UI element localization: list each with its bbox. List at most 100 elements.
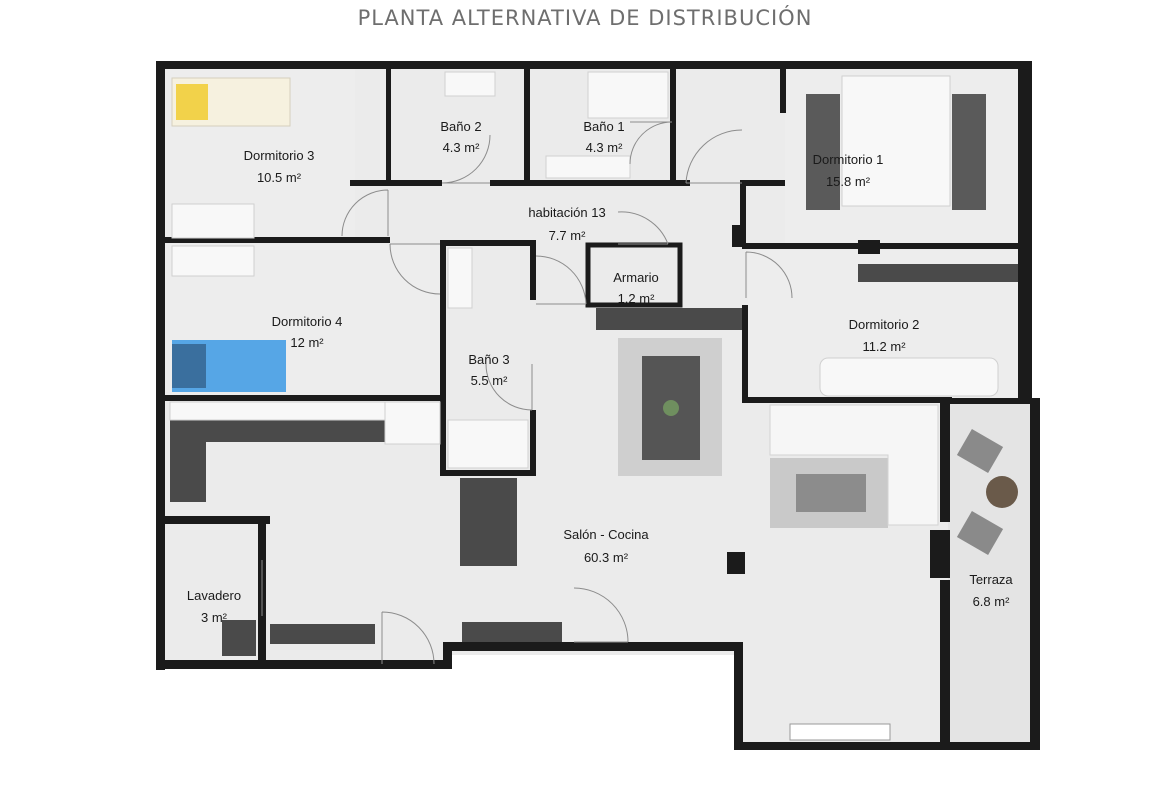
kitchen-counter-left — [170, 420, 206, 502]
wall-bottom-drop — [734, 642, 743, 750]
room-area-lavadero: 3 m² — [201, 610, 228, 625]
wall-row1-bottom-b — [490, 180, 690, 186]
kitchen-island — [460, 478, 517, 566]
room-area-habitacion-13: 7.7 m² — [549, 228, 587, 243]
wall-pillar — [727, 552, 745, 574]
bed3-pillow — [176, 84, 208, 120]
bed1-rug-left — [806, 94, 840, 210]
bed4-pillow — [172, 344, 206, 388]
bath3-vanity — [447, 247, 473, 309]
room-area-terraza: 6.8 m² — [973, 594, 1011, 609]
bath1-vanity — [545, 155, 631, 179]
window-bottom — [789, 723, 891, 741]
room-label-dormitorio-3: Dormitorio 3 — [244, 148, 315, 163]
hall-cabinet — [596, 308, 742, 330]
door-bed2 — [745, 251, 793, 299]
wall-bed1-bottom — [742, 243, 1022, 249]
room-label-dormitorio-4: Dormitorio 4 — [272, 314, 343, 329]
wall-bottom-step — [443, 642, 452, 669]
room-label-dormitorio-2: Dormitorio 2 — [849, 317, 920, 332]
wall-bath2-right — [524, 63, 530, 183]
wall-bottom-left — [156, 660, 451, 669]
wall-terrace-divider — [940, 402, 950, 522]
door-bath1 — [629, 121, 673, 165]
room-label-bano-3: Baño 3 — [468, 352, 509, 367]
sofa — [769, 404, 939, 526]
room-label-bano-2: Baño 2 — [440, 119, 481, 134]
door-bed1 — [685, 129, 743, 184]
bath1-shower — [587, 71, 669, 119]
wall-bed1-left — [780, 63, 786, 113]
wall-row1-bottom-a — [350, 180, 442, 186]
wardrobe-bed2 — [858, 264, 1018, 282]
room-area-dormitorio-3: 10.5 m² — [257, 170, 302, 185]
coffee-table — [796, 474, 866, 512]
wall-pillar4 — [858, 240, 880, 254]
wall-pillar3 — [732, 225, 746, 247]
room-label-terraza: Terraza — [969, 572, 1013, 587]
room-label-bano-1: Baño 1 — [583, 119, 624, 134]
wall-row1-bottom-c — [740, 180, 785, 186]
room-label-salon-cocina: Salón - Cocina — [563, 527, 649, 542]
walls — [156, 61, 1040, 750]
bed1-rug-right — [952, 94, 986, 210]
wall-bath3-right — [530, 240, 536, 300]
door-entry — [381, 611, 435, 665]
laundry-machine — [222, 620, 256, 656]
wall-top — [156, 61, 1032, 69]
room-labels: Dormitorio 3 10.5 m² Baño 2 4.3 m² Baño … — [187, 119, 1014, 625]
wall-terrace-divider2 — [940, 580, 950, 750]
wall-bath2-left — [386, 63, 391, 183]
desk-bed2 — [819, 357, 999, 397]
wall-bottom-right — [734, 742, 1040, 750]
room-area-armario: 1.2 m² — [618, 291, 656, 306]
door-bed3 — [341, 189, 389, 237]
room-area-bano-3: 5.5 m² — [471, 373, 509, 388]
laundry-cabinet — [270, 624, 375, 644]
wall-bath1-right — [670, 63, 676, 183]
room-label-habitacion-13: habitación 13 — [528, 205, 605, 220]
room-area-dormitorio-1: 15.8 m² — [826, 174, 871, 189]
wall-bath3-bottom — [440, 470, 536, 476]
wall-bed2-left — [742, 305, 748, 403]
wall-terrace-top — [940, 398, 1040, 404]
door-bed4 — [389, 243, 441, 295]
door-closet — [617, 211, 669, 245]
terrace-chair-1 — [956, 429, 1004, 473]
room-area-bano-2: 4.3 m² — [443, 140, 481, 155]
doors — [261, 121, 793, 665]
door-bath3 — [535, 255, 587, 305]
wall-bed2-bottom — [742, 397, 952, 403]
desk-bed4 — [171, 245, 255, 277]
furniture — [169, 71, 1018, 741]
bath2-vanity — [444, 71, 496, 97]
kitchen-counter-top — [170, 420, 385, 442]
dining-plant — [663, 400, 679, 416]
wall-bath3-right2 — [530, 410, 536, 476]
fridge — [384, 401, 441, 445]
wall-right-upper — [1018, 61, 1032, 403]
door-bath3-inner — [485, 363, 533, 411]
wall-bath3-left — [440, 240, 446, 476]
terrace-table — [986, 476, 1018, 508]
wall-laundry-top — [156, 516, 270, 524]
wall-left — [156, 61, 165, 670]
room-label-armario: Armario — [613, 270, 659, 285]
wall-bed3-bottom — [165, 237, 390, 243]
terrace-chair-2 — [956, 511, 1004, 555]
room-label-dormitorio-1: Dormitorio 1 — [813, 152, 884, 167]
wall-pillar2 — [930, 530, 950, 578]
wall-closet — [585, 242, 683, 308]
door-bath2 — [441, 134, 491, 184]
wall-right-terrace — [1030, 398, 1040, 750]
bottom-cabinet — [462, 622, 562, 642]
bed1 — [841, 75, 951, 207]
wall-bottom-mid — [443, 642, 741, 651]
door-bottom — [573, 587, 629, 643]
bath3-shower — [447, 419, 529, 469]
room-area-dormitorio-4: 12 m² — [290, 335, 324, 350]
room-area-dormitorio-2: 11.2 m² — [862, 339, 906, 354]
desk-bed3 — [171, 203, 255, 239]
wall-hall-right — [740, 182, 746, 244]
